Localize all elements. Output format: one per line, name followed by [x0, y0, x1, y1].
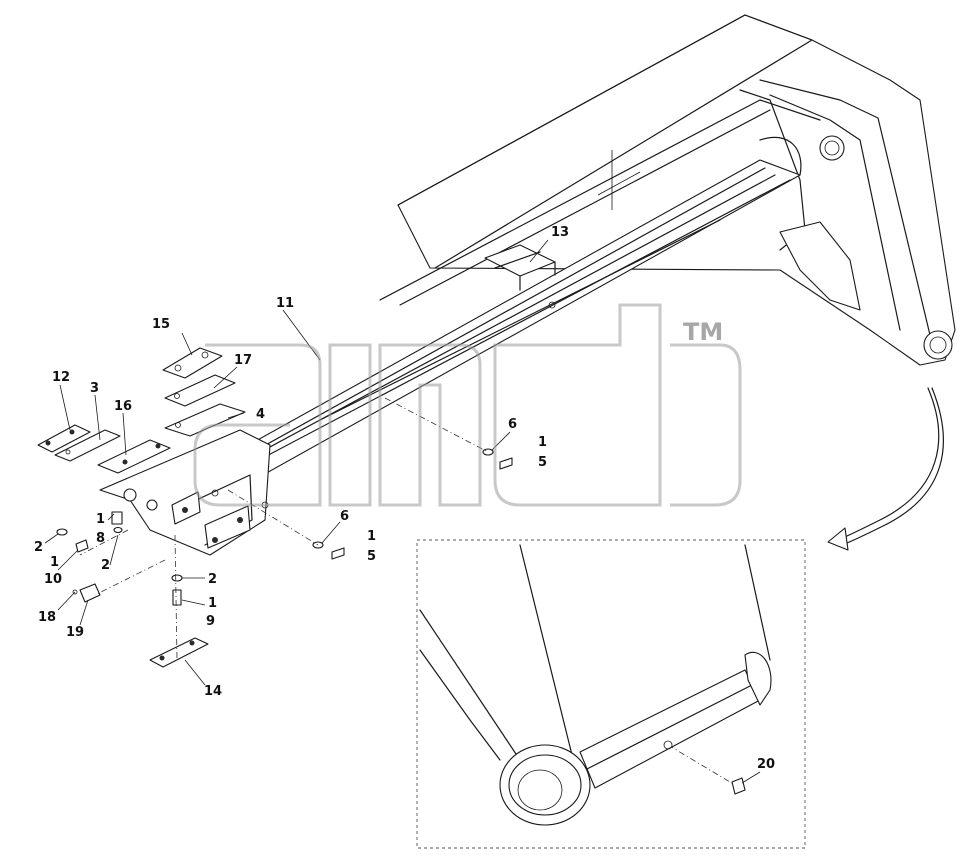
- callout-15: 15: [152, 317, 170, 332]
- hardware-fasteners: [56, 448, 513, 606]
- part-14-plate: [149, 637, 209, 668]
- boom-inner-section: [149, 99, 821, 501]
- detail-view: [416, 539, 806, 849]
- callout-1-bottom: 1: [208, 596, 217, 611]
- callout-1-left: 1: [50, 555, 59, 570]
- callout-11: 11: [276, 296, 294, 311]
- boom-end-block: [99, 429, 271, 556]
- callout-5-upper: 5: [538, 455, 547, 470]
- callout-10: 10: [44, 572, 62, 587]
- callout-2-left: 2: [34, 540, 43, 555]
- leader-lines: [44, 239, 761, 784]
- callout-3: 3: [90, 381, 99, 396]
- assembly-center-lines: [79, 397, 736, 786]
- callout-9: 9: [206, 614, 215, 629]
- callout-5-lower: 5: [367, 549, 376, 564]
- callout-4: 4: [256, 407, 265, 422]
- callout-17: 17: [234, 353, 252, 368]
- callout-1-upper: 1: [538, 435, 547, 450]
- callout-1-lower: 1: [367, 529, 376, 544]
- callout-2-bottom: 2: [208, 572, 217, 587]
- wear-plates-stack: [37, 347, 246, 474]
- callout-2-mid: 2: [101, 558, 110, 573]
- detail-transfer-arrow: [827, 387, 944, 551]
- part-13-bracket: [484, 244, 556, 291]
- callout-6-lower: 6: [340, 509, 349, 524]
- callout-13: 13: [551, 225, 569, 240]
- watermark-trademark: TM: [683, 318, 723, 346]
- callout-18: 18: [38, 610, 56, 625]
- callout-1-mid: 1: [96, 512, 105, 527]
- callout-12: 12: [52, 370, 70, 385]
- callout-8: 8: [96, 531, 105, 546]
- callout-labels: 13 11 15 17 4 12 3 16 6 1 5 6 1 5 2 1 10…: [34, 225, 775, 772]
- callout-16: 16: [114, 399, 132, 414]
- callout-20: 20: [757, 757, 775, 772]
- callout-14: 14: [204, 684, 222, 699]
- boom-outer-section: [397, 14, 956, 366]
- callout-19: 19: [66, 625, 84, 640]
- watermark-logo: TM: [193, 303, 742, 507]
- callout-6-upper: 6: [508, 417, 517, 432]
